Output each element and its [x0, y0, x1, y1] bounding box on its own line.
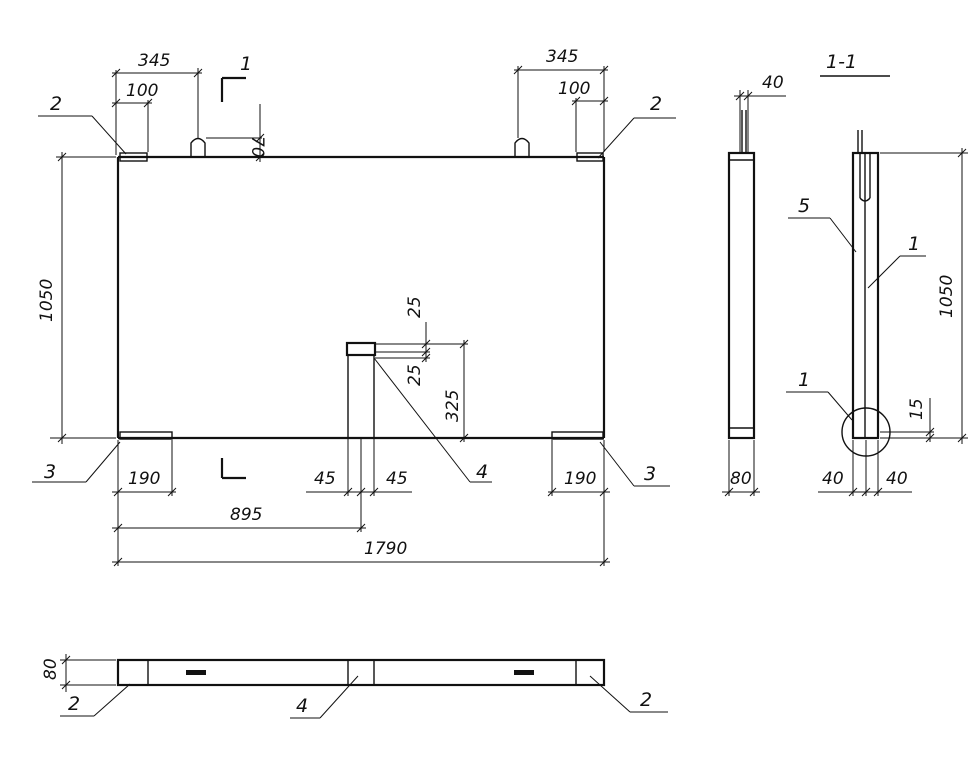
- plan-callout-2-left: 2: [68, 693, 80, 715]
- section-title: 1-1: [826, 51, 857, 73]
- front-elevation: 345 100 1 70 2 345 100 2: [32, 47, 676, 567]
- embedded-plate-top-left: [119, 152, 148, 162]
- section-mark-top-label: 1: [240, 53, 252, 75]
- central-embed-plate: [345, 341, 377, 357]
- lifting-loop-left: [190, 137, 206, 157]
- embedded-plate-bottom-left: [119, 431, 173, 440]
- plan-plate-left: [117, 659, 149, 686]
- side-dim-80: 80: [730, 469, 752, 489]
- dim-1790: 1790: [364, 539, 407, 559]
- plan-slot-left: [186, 670, 206, 675]
- plan-dim-80: 80: [41, 658, 61, 680]
- dim-25-upper: 25: [405, 296, 425, 318]
- plan-callout-4: 4: [296, 695, 308, 717]
- plan-callout-2-right: 2: [640, 689, 652, 711]
- callout-3-left: 3: [44, 461, 56, 483]
- section-dim-1050: 1050: [937, 275, 957, 318]
- section-1-1: 1-1 5 1 1 1050 15: [786, 51, 968, 497]
- dim-345-top-right: 345: [546, 47, 578, 67]
- callout-1-upper: 1: [908, 233, 920, 255]
- dim-45-right: 45: [386, 469, 408, 489]
- callout-2-left: 2: [50, 93, 62, 115]
- dim-325: 325: [443, 390, 463, 422]
- lifting-loop-right: [514, 137, 530, 157]
- section-dim-40-left: 40: [822, 469, 844, 489]
- dim-345-top-left: 345: [138, 51, 170, 71]
- dim-25-lower: 25: [405, 364, 425, 386]
- dim-100-top-right: 100: [558, 79, 590, 99]
- dim-190-left: 190: [128, 469, 160, 489]
- side-dim-40: 40: [762, 73, 784, 93]
- callout-4: 4: [476, 461, 488, 483]
- section-dim-40-right: 40: [886, 469, 908, 489]
- dim-1050-height: 1050: [37, 279, 57, 322]
- callout-2-right: 2: [650, 93, 662, 115]
- plan-view: 80 2 4 2: [41, 654, 668, 719]
- callout-1-lower: 1: [798, 369, 810, 391]
- side-view: 40 80: [722, 73, 786, 497]
- callout-3-right: 3: [644, 463, 656, 485]
- plan-embed-center: [347, 659, 375, 686]
- embedded-plate-top-right: [576, 152, 604, 162]
- section-dim-15: 15: [907, 398, 927, 420]
- dim-895: 895: [230, 505, 262, 525]
- dim-100-top-left: 100: [126, 81, 158, 101]
- dim-45-left: 45: [314, 469, 336, 489]
- callout-5: 5: [798, 195, 810, 217]
- dim-70: 70: [247, 136, 267, 158]
- dim-190-right: 190: [564, 469, 596, 489]
- embedded-plate-bottom-right: [551, 431, 604, 440]
- side-view-body: [727, 151, 756, 440]
- plan-slot-right: [514, 670, 534, 675]
- plan-plate-right: [575, 659, 605, 686]
